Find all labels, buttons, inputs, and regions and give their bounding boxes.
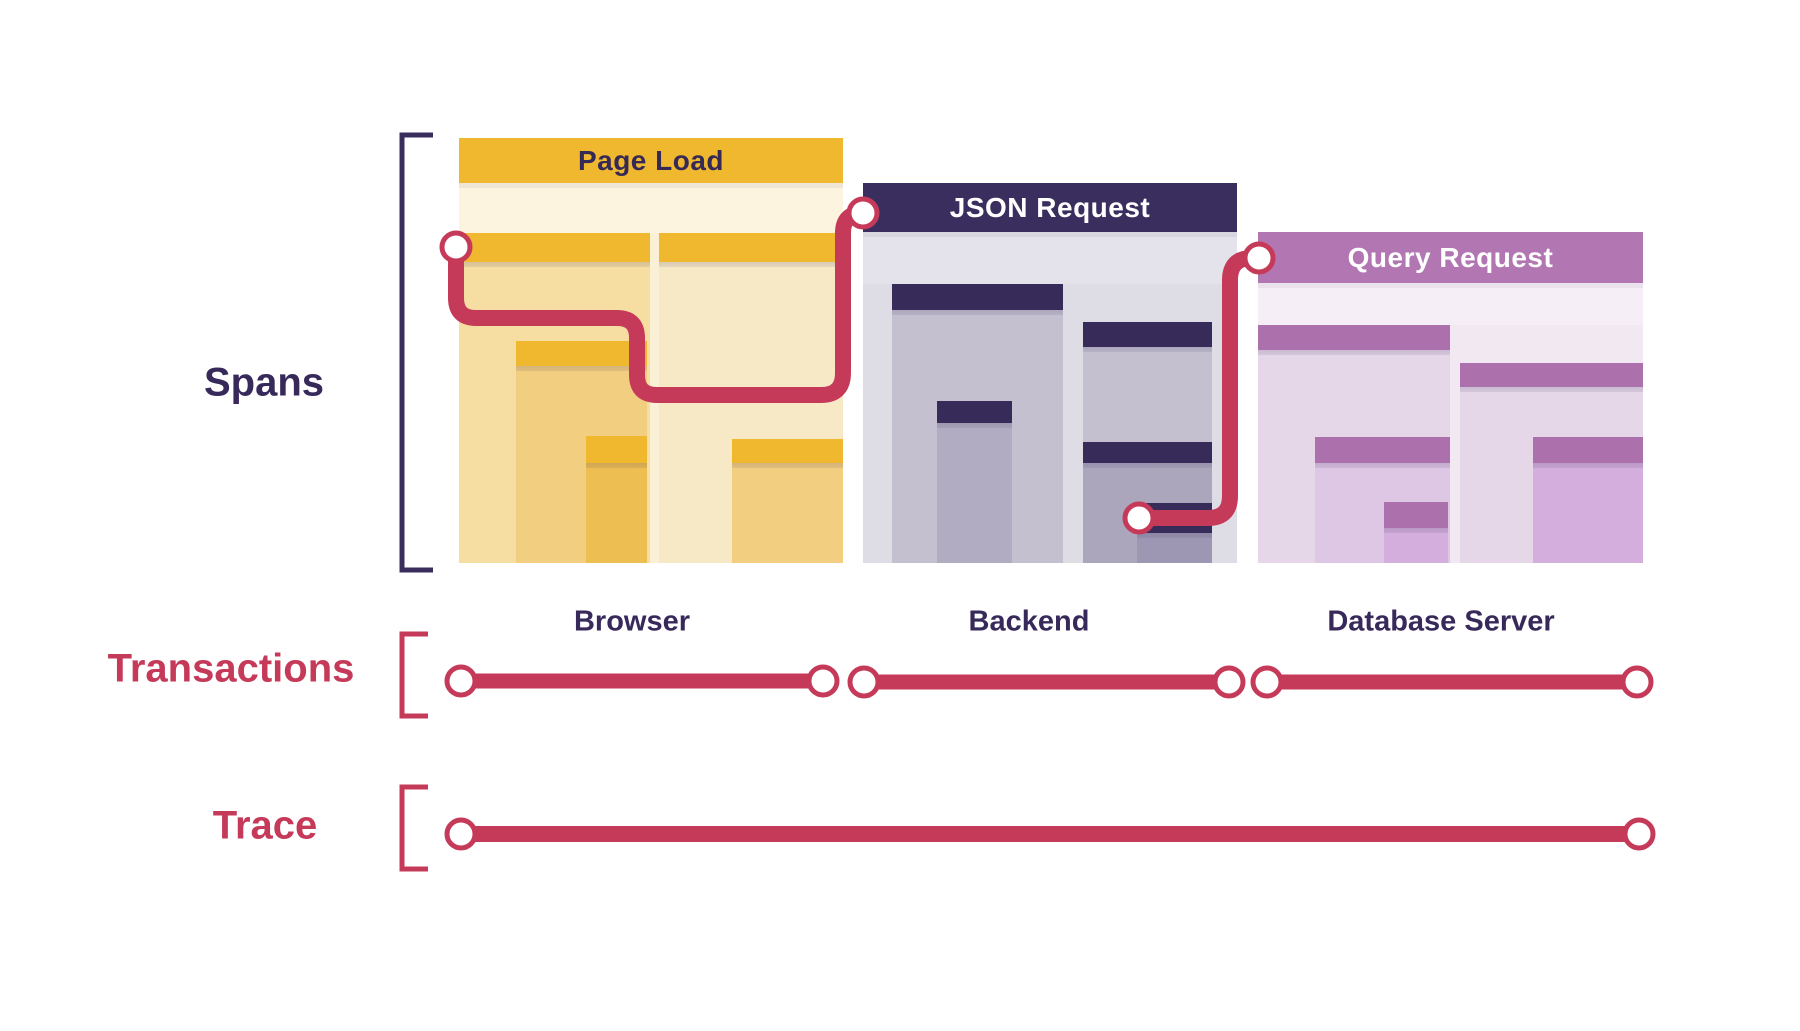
span-bar-header [1460,363,1643,387]
span-bar [732,439,843,563]
span-bar-header [1258,325,1450,350]
span-panel-title: Page Load [459,138,843,183]
span-bar-header [1083,322,1212,347]
span-bar-header [459,233,650,262]
span-panel-database-server: Query Request [1258,232,1643,563]
span-bar-header [1533,437,1643,463]
transaction-end-node-backend [1212,665,1246,699]
span-bar-header [516,341,647,366]
span-panel-backend: JSON Request [863,183,1237,563]
span-bar-header [1384,502,1448,528]
transaction-start-node-backend [847,665,881,699]
transaction-start-node-database-server [1250,665,1284,699]
span-bar [937,401,1012,563]
trace-end-node [1622,817,1656,851]
service-label-browser: Browser [573,605,691,638]
span-bar-header [1315,437,1450,463]
span-bar [1137,503,1212,563]
span-bar [1533,437,1643,563]
transaction-end-node-browser [806,664,840,698]
spans-section-label: Spans [203,360,325,405]
span-bar-header [892,284,1063,310]
span-panel-title: Query Request [1258,232,1643,283]
span-bar-header [1137,503,1212,533]
trace-start-node [444,817,478,851]
span-bar [586,436,647,563]
trace-section-label: Trace [212,803,318,848]
span-bar [1315,437,1450,563]
service-label-backend: Backend [968,605,1090,638]
service-label-database-server: Database Server [1327,605,1555,638]
span-bar-header [586,436,647,463]
span-bar [1384,502,1448,563]
span-panel-browser: Page Load [459,138,843,563]
span-panel-title: JSON Request [863,183,1237,232]
trace-bracket [399,784,428,872]
transactions-section-label: Transactions [107,646,355,691]
span-bar-header [937,401,1012,423]
spans-bracket [399,132,433,573]
transaction-end-node-database-server [1620,665,1654,699]
span-bar-header [1083,442,1212,463]
span-bar-header [732,439,843,463]
span-bar-header [659,233,843,262]
transactions-bracket [399,631,428,719]
transaction-start-node-browser [444,664,478,698]
